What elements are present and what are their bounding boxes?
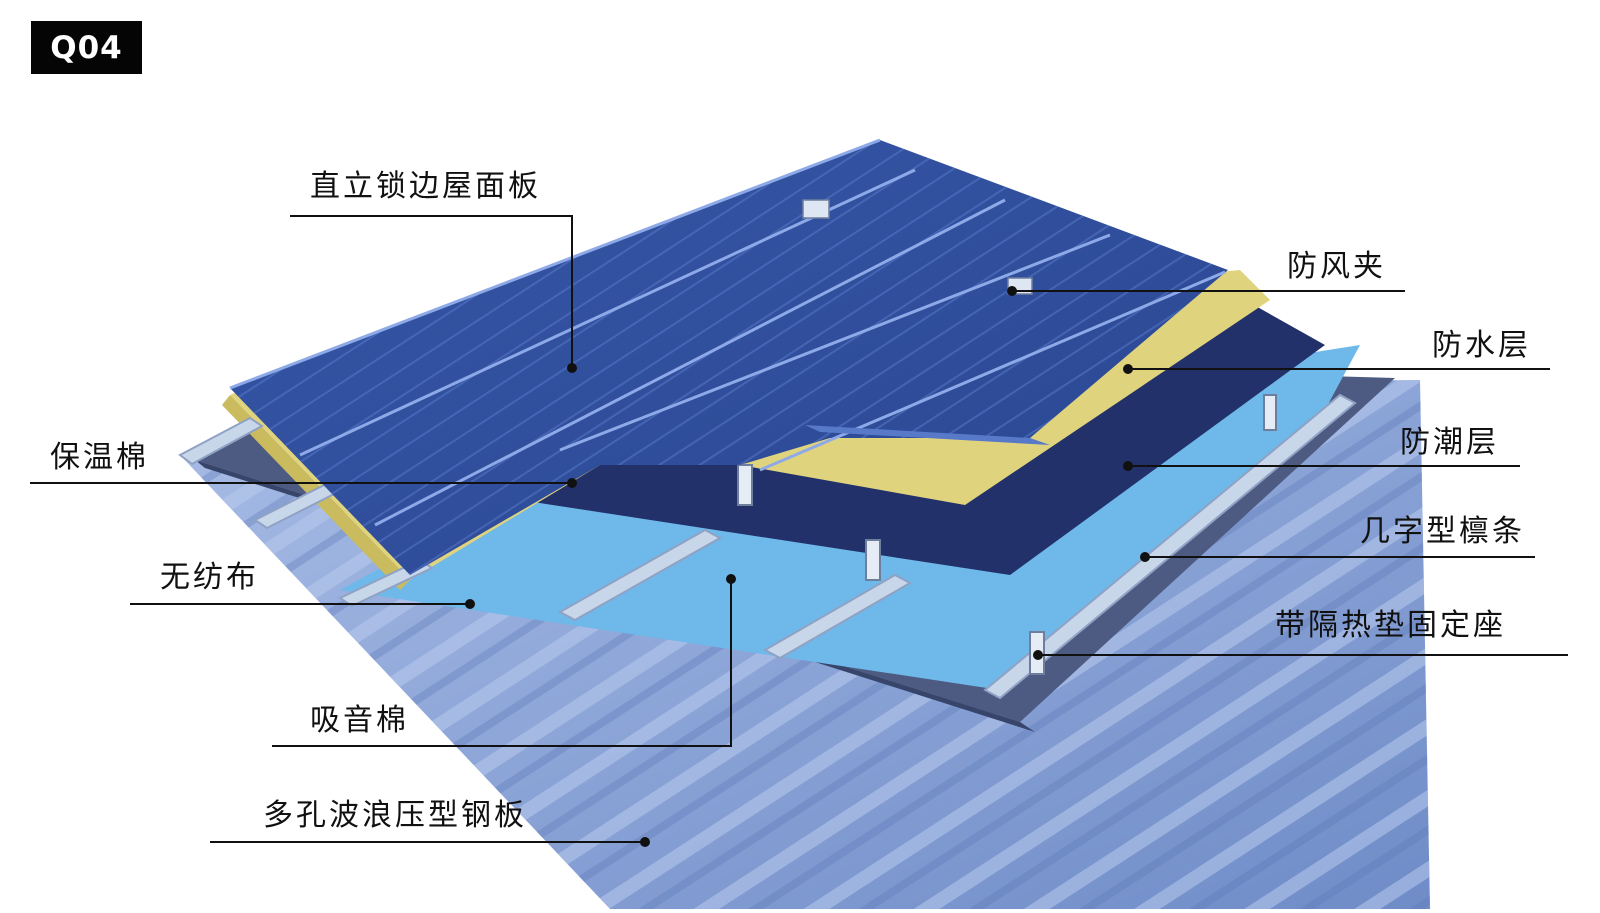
label-moisture-barrier: 防潮层 bbox=[1400, 425, 1499, 460]
leader-dot-insulation-wool bbox=[567, 478, 577, 488]
leader-dot-perforated-steel bbox=[640, 837, 650, 847]
leader-dot-z-purlin bbox=[1140, 552, 1150, 562]
label-z-purlin: 几字型檩条 bbox=[1360, 514, 1525, 549]
label-insulated-bracket: 带隔热垫固定座 bbox=[1275, 608, 1506, 643]
label-standing-seam-panel: 直立锁边屋面板 bbox=[310, 169, 541, 204]
leader-lines bbox=[30, 215, 1568, 847]
leader-dot-waterproof-layer bbox=[1123, 364, 1133, 374]
label-insulation-wool: 保温棉 bbox=[50, 440, 149, 475]
leader-dot-standing-seam-panel bbox=[567, 363, 577, 373]
leader-dot-nonwoven-fabric bbox=[465, 599, 475, 609]
leader-sound-absorbing-wool bbox=[272, 579, 732, 747]
leader-dot-wind-clip bbox=[1007, 286, 1017, 296]
purlins bbox=[178, 393, 1357, 700]
leader-standing-seam-panel bbox=[290, 215, 573, 368]
label-waterproof-layer: 防水层 bbox=[1432, 328, 1531, 363]
label-sound-absorbing-wool: 吸音棉 bbox=[310, 703, 409, 738]
label-nonwoven-fabric: 无纺布 bbox=[160, 560, 259, 595]
label-wind-clip: 防风夹 bbox=[1287, 249, 1386, 284]
fixing-brackets bbox=[737, 394, 1277, 675]
leader-dot-insulated-bracket bbox=[1033, 650, 1043, 660]
leader-dot-moisture-barrier bbox=[1123, 461, 1133, 471]
figure-code-badge: Q04 bbox=[31, 21, 142, 74]
leader-dot-sound-absorbing-wool bbox=[726, 574, 736, 584]
label-perforated-steel: 多孔波浪压型钢板 bbox=[263, 798, 527, 833]
